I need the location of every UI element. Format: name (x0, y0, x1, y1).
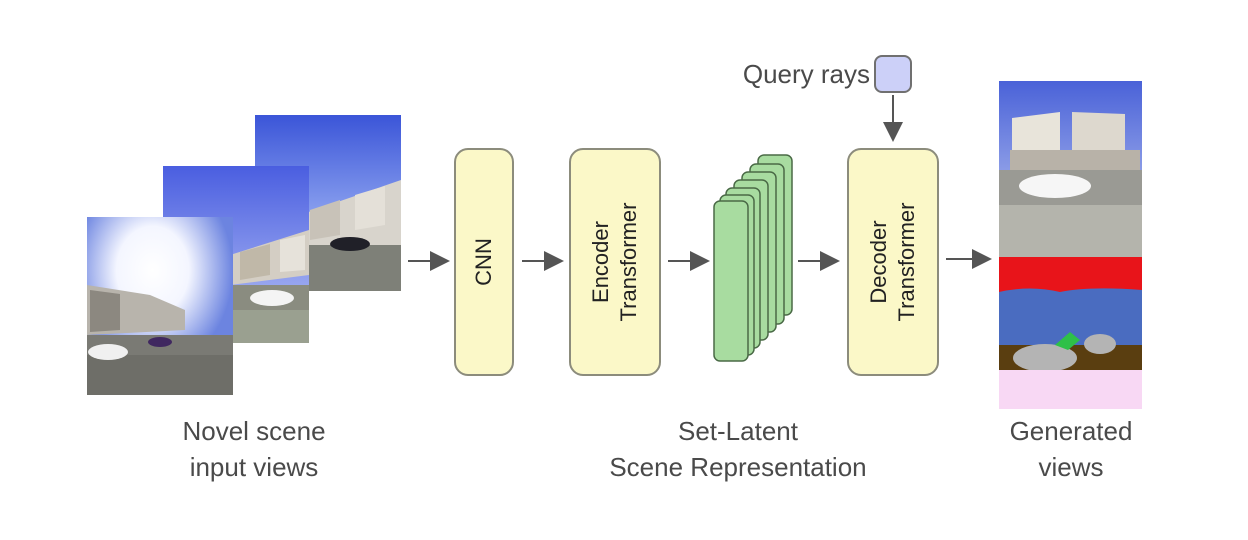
decoder-transformer-block: Decoder Transformer (847, 148, 939, 376)
cnn-block: CNN (454, 148, 514, 376)
generated-caption-line1: Generated (1009, 416, 1133, 446)
latent-caption: Set-Latent Scene Representation (568, 413, 908, 485)
query-rays-label: Query rays (742, 59, 870, 89)
latent-caption-line2: Scene Representation (609, 452, 867, 482)
generated-caption: Generated views (978, 413, 1164, 485)
input-views-caption-line2: input views (189, 452, 319, 482)
input-view-1 (87, 217, 233, 395)
encoder-transformer-block: Encoder Transformer (569, 148, 661, 376)
input-views-caption: Novel scene input views (140, 413, 368, 485)
generated-rgb-view (999, 81, 1142, 257)
generated-caption-line2: views (1038, 452, 1104, 482)
generated-segmentation-view (999, 257, 1142, 409)
latent-token-1 (713, 200, 749, 362)
latent-caption-line1: Set-Latent (678, 416, 798, 446)
query-rays-box (874, 55, 912, 93)
input-views-caption-line1: Novel scene (182, 416, 326, 446)
